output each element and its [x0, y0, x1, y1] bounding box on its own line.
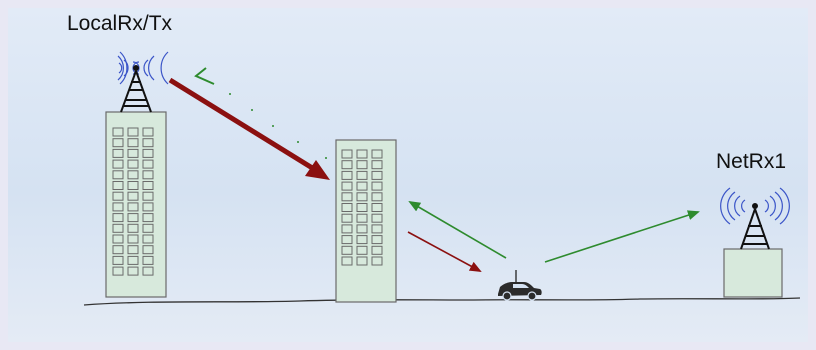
middle-building — [336, 140, 396, 302]
car-to-netrx-arrow — [545, 212, 698, 262]
car-icon — [498, 270, 542, 300]
reflected-signal-arrow — [408, 232, 480, 271]
antenna-tower-icon — [118, 52, 168, 112]
radio-waves-icon — [118, 52, 168, 84]
ground-line — [84, 298, 800, 305]
antenna-tower-icon — [721, 188, 790, 249]
direct-path-arrow — [170, 80, 322, 174]
car-to-building-arrow — [410, 202, 506, 258]
return-path-chevron — [196, 68, 214, 84]
net-station — [721, 188, 790, 297]
local-building — [106, 112, 166, 297]
